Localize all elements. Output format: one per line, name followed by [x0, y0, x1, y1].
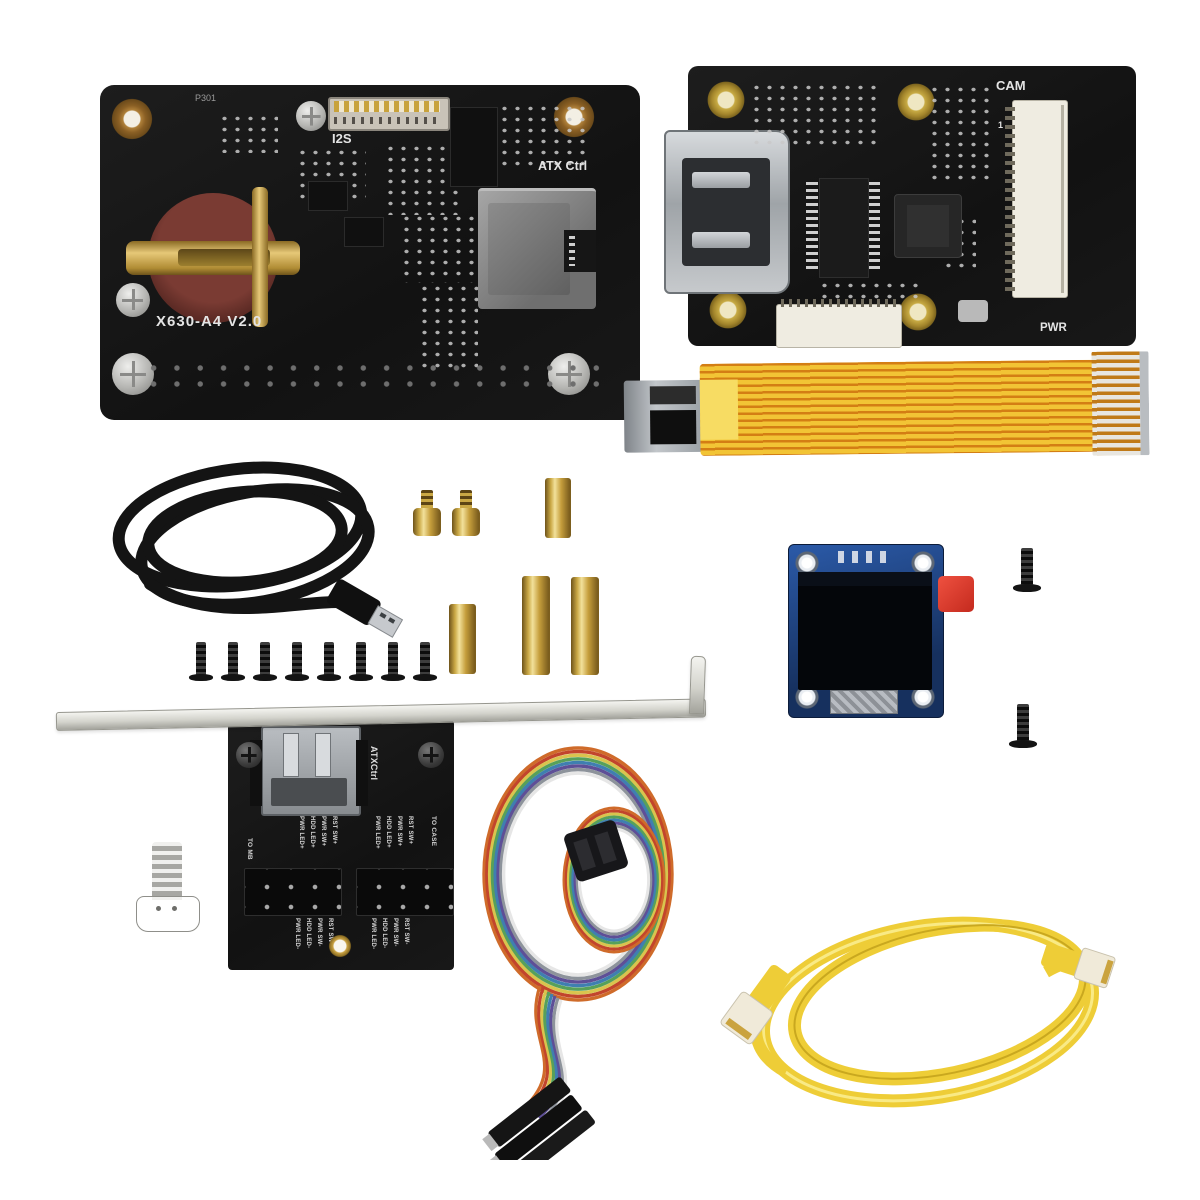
to-case-label: TO CASE	[430, 816, 437, 847]
header-label: PWR LED-	[370, 918, 376, 950]
pci-bracket-tab	[688, 655, 707, 715]
brass-standoff	[545, 478, 571, 538]
oled-screen	[798, 572, 932, 690]
tssop-chip	[806, 178, 880, 278]
screw-head	[116, 283, 150, 317]
model-label: X630-A4 V2.0	[156, 313, 263, 330]
rtc-battery-holder	[126, 187, 300, 327]
brass-standoff	[449, 604, 476, 674]
pin1-label: 1	[998, 120, 1004, 130]
smd-cluster	[928, 84, 994, 180]
flex-cable-body	[699, 359, 1097, 456]
black-screw	[252, 640, 278, 686]
mounting-hole-brass	[108, 95, 156, 143]
header-label: RST SW-	[403, 918, 409, 945]
qfn-chip	[894, 194, 962, 258]
black-screw	[1012, 546, 1042, 598]
header-label: PWR LED-	[294, 918, 300, 950]
usb-a-connector	[326, 579, 404, 638]
black-screw	[348, 640, 374, 686]
atx-ctrl-jack	[478, 188, 596, 309]
black-screws-row	[188, 640, 448, 690]
solder-pad	[958, 300, 988, 322]
dupont-connectors	[482, 1077, 595, 1160]
flex-cable-end-left	[623, 379, 705, 453]
ffc-connector-bottom	[776, 299, 902, 348]
oled-module	[788, 544, 974, 718]
jack-tab	[564, 230, 596, 272]
black-screw	[412, 640, 438, 686]
black-screw	[188, 640, 214, 686]
rainbow-ribbon-cable	[482, 746, 674, 1160]
rj45-jack	[250, 726, 368, 816]
header-label: RST SW+	[331, 816, 337, 845]
csi-ffc-connector-vertical	[1005, 100, 1068, 298]
header-label: HDD LED-	[381, 918, 387, 949]
header-label: HDD LED+	[385, 816, 391, 848]
smd-cluster	[400, 213, 486, 283]
header-label: PWR SW-	[316, 918, 322, 947]
header-label: HDD LED-	[305, 918, 311, 949]
ribbon-mid-connector	[564, 820, 628, 882]
ic-chip	[308, 181, 348, 211]
to-mb-label: TO MB	[246, 838, 253, 860]
i2s-connector	[328, 97, 450, 131]
smd-cluster	[498, 103, 586, 169]
oled-pin-labels	[838, 551, 894, 563]
ethernet-cable	[720, 916, 1116, 1108]
screw-head	[236, 742, 262, 768]
header-label: PWR SW+	[396, 816, 402, 847]
black-screw	[316, 640, 342, 686]
screw-head	[296, 101, 326, 131]
brass-standoff	[522, 576, 550, 675]
atx-control-board: ATXCtrl TO MB PWR LED+ HDD LED+ PWR SW+ …	[228, 720, 454, 970]
smd-cluster	[218, 113, 278, 153]
oled-flex	[830, 690, 898, 714]
screw-head	[418, 742, 444, 768]
mounting-hole-gold	[324, 930, 356, 962]
gpio-header-holes	[138, 357, 604, 389]
header-label: PWR LED+	[374, 816, 380, 849]
black-screw	[284, 640, 310, 686]
silver-screw	[130, 842, 204, 938]
mounting-hole-gold	[704, 78, 748, 122]
atx-ctrl-label: ATX Ctrl	[538, 159, 588, 173]
header-label: RST SW+	[407, 816, 413, 845]
rj45-plug-left	[720, 964, 791, 1045]
i2s-label: I2S	[332, 131, 352, 146]
black-screw	[220, 640, 246, 686]
mounting-hole-gold	[706, 288, 750, 332]
cam-adapter-board: CAM 1 PWR	[664, 66, 1136, 348]
black-screw	[380, 640, 406, 686]
cam-label: CAM	[996, 78, 1026, 93]
brass-screw-spacer	[413, 490, 441, 536]
brass-standoff	[571, 577, 599, 675]
pin-header	[244, 868, 342, 916]
black-screw	[1008, 702, 1038, 754]
pin-header	[356, 868, 454, 916]
ic-chip	[344, 217, 384, 247]
oled-red-tab	[938, 576, 974, 612]
header-label: PWR SW-	[392, 918, 398, 947]
csi-flex-cable	[621, 345, 1150, 466]
ic-chip	[450, 107, 498, 187]
atx-ctrl-vertical-label: ATXCtrl	[369, 746, 379, 781]
header-label: HDD LED+	[309, 816, 315, 848]
hdmi-connector	[664, 130, 790, 294]
pwr-label: PWR	[1040, 322, 1067, 334]
brass-screw-spacer	[452, 490, 480, 536]
flex-cable-end-right	[1091, 351, 1150, 456]
mounting-hole	[910, 550, 936, 576]
header-label: PWR LED+	[298, 816, 304, 849]
rj45-plug-right	[1040, 943, 1116, 989]
smd-cluster	[750, 82, 880, 146]
mounting-hole	[794, 550, 820, 576]
silkscreen-ref: P301	[195, 93, 217, 103]
header-label: PWR SW+	[320, 816, 326, 847]
usb-cable	[112, 461, 404, 638]
x630-expansion-board: P301 I2S ATX Ctrl	[100, 85, 640, 420]
